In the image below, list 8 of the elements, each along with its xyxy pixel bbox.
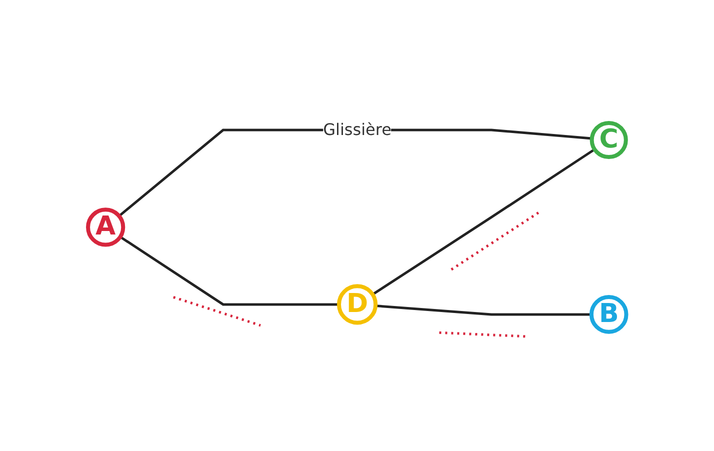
node-circle: A: [86, 207, 125, 246]
node-circle: B: [589, 294, 628, 334]
connector: [119, 235, 339, 306]
node-circle: D: [336, 284, 378, 324]
connector: [375, 304, 592, 316]
connector: [372, 148, 596, 296]
node-circle: C: [590, 120, 628, 159]
edge-label: Glissière: [322, 120, 392, 139]
